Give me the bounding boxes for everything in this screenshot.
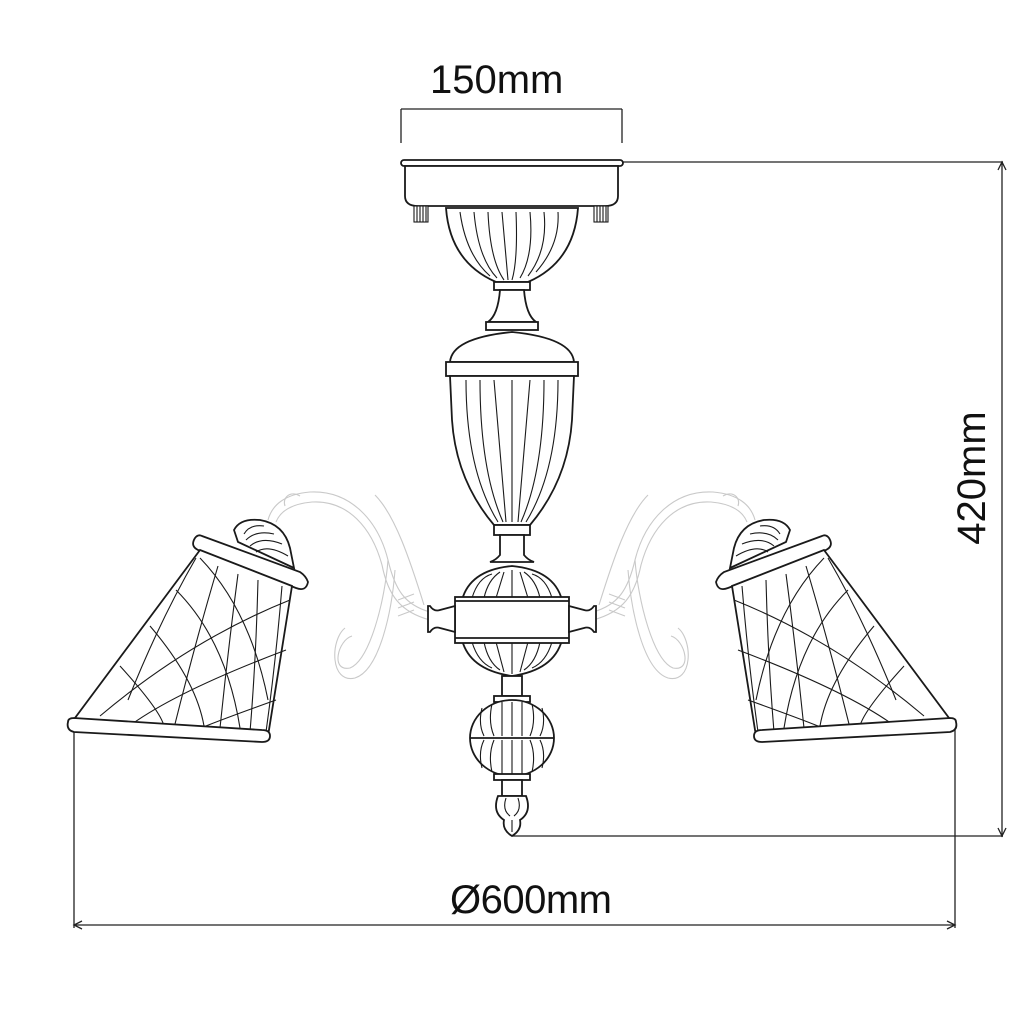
central-hub bbox=[427, 565, 597, 677]
right-arm bbox=[592, 491, 756, 679]
canopy-width-label: 150mm bbox=[430, 58, 564, 102]
dimension-diameter bbox=[72, 726, 957, 930]
bottom-finial bbox=[469, 675, 555, 838]
left-shade bbox=[66, 518, 309, 743]
dimension-height bbox=[512, 160, 1007, 838]
left-arm bbox=[267, 491, 431, 679]
diameter-label: Ø600mm bbox=[450, 878, 612, 922]
right-shade bbox=[715, 518, 958, 743]
dimension-canopy-width bbox=[400, 108, 623, 143]
height-label: 420mm bbox=[950, 411, 994, 545]
ceiling-canopy bbox=[400, 159, 624, 331]
central-urn bbox=[445, 331, 579, 563]
